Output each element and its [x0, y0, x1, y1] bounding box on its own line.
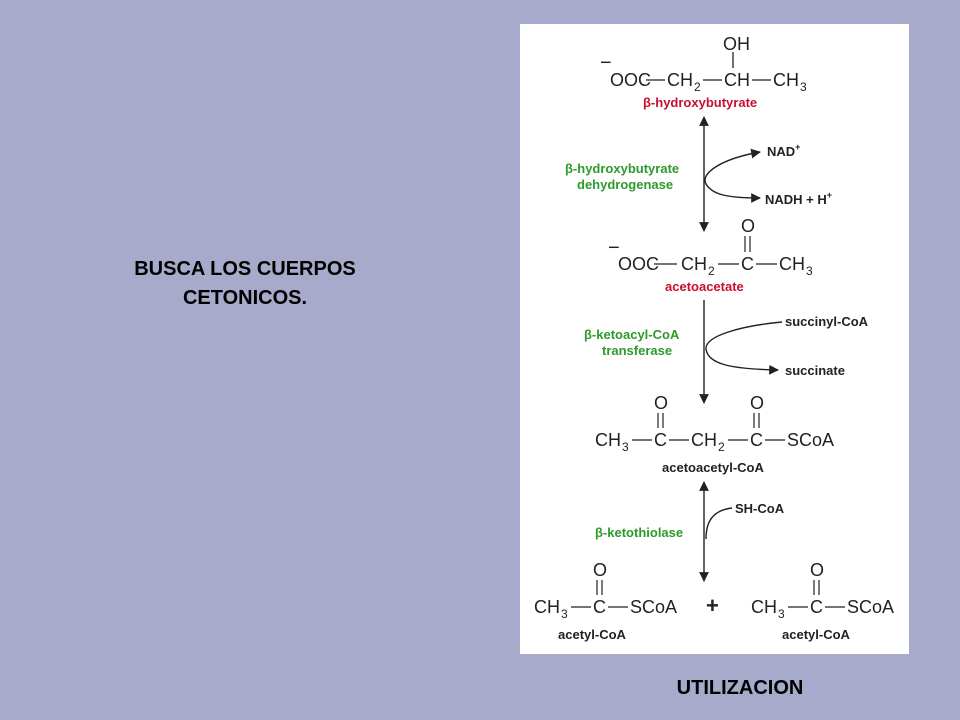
plus-sign: +	[706, 593, 719, 618]
compound-name-acetoacetyl-coa: acetoacetyl-CoA	[662, 460, 764, 475]
subscript-3: 3	[778, 607, 785, 621]
enzyme-label-line2: transferase	[602, 343, 672, 358]
carboxylate-group: OOC	[610, 70, 651, 90]
compound-acetoacetate: − OOC CH 2 C O CH 3	[608, 216, 813, 278]
charge-minus: −	[608, 237, 620, 259]
scoa-group: SCoA	[847, 597, 894, 617]
subscript-2: 2	[718, 440, 725, 454]
product-name-acetyl-coa-right: acetyl-CoA	[782, 627, 851, 642]
carboxylate-group: OOC	[618, 254, 659, 274]
compound-name-beta-hydroxybutyrate: β-hydroxybutyrate	[643, 95, 757, 110]
methine-group: CH	[724, 70, 750, 90]
enzyme-label-line1: β-hydroxybutyrate	[565, 161, 679, 176]
carbonyl-oxygen-1: O	[654, 393, 668, 413]
subscript-3: 3	[800, 80, 807, 94]
cofactor-nad: NAD+	[767, 142, 800, 159]
subscript-2: 2	[694, 80, 701, 94]
compound-beta-hydroxybutyrate: − OOC CH 2 CH OH CH 3	[600, 34, 807, 94]
cofactor-succinyl-coa: succinyl-CoA	[785, 314, 869, 329]
pathway-diagram: − OOC CH 2 CH OH CH 3 β-hydroxybutyrate …	[534, 34, 894, 642]
cofactor-sh-coa: SH-CoA	[735, 501, 785, 516]
carbonyl-carbon-2: C	[750, 430, 763, 450]
slide-title-line2: CETONICOS.	[182, 287, 308, 309]
enzyme-label-line2: dehydrogenase	[577, 177, 673, 192]
subscript-3: 3	[561, 607, 568, 621]
cofactor-curved-arrow	[705, 321, 783, 375]
methyl-group: CH	[534, 597, 560, 617]
product-acetyl-coa-right: CH 3 C O SCoA	[751, 560, 894, 621]
cofactor-succinate: succinate	[785, 363, 845, 378]
compound-name-acetoacetate: acetoacetate	[665, 279, 744, 294]
methyl-group: CH	[595, 430, 621, 450]
carbonyl-oxygen: O	[810, 560, 824, 580]
carbonyl-carbon-1: C	[654, 430, 667, 450]
methyl-group: CH	[779, 254, 805, 274]
cofactor-nadh: NADH + H+	[765, 190, 832, 207]
scoa-group: SCoA	[787, 430, 834, 450]
methyl-group: CH	[773, 70, 799, 90]
carbonyl-carbon: C	[593, 597, 606, 617]
ketone-body-pathway-panel: − OOC CH 2 CH OH CH 3 β-hydroxybutyrate …	[520, 24, 909, 654]
footer-label: UTILIZACION	[676, 677, 804, 699]
carbonyl-oxygen: O	[741, 216, 755, 236]
methylene-group: CH	[681, 254, 707, 274]
carbonyl-oxygen-2: O	[750, 393, 764, 413]
subscript-3: 3	[806, 264, 813, 278]
cofactor-curved-arrow	[705, 507, 733, 540]
product-acetyl-coa-left: CH 3 C O SCoA	[534, 560, 677, 621]
hydroxyl-group: OH	[723, 34, 750, 54]
methyl-group: CH	[751, 597, 777, 617]
enzyme-label-line1: β-ketoacyl-CoA	[584, 327, 680, 342]
methylene-group: CH	[691, 430, 717, 450]
carbonyl-carbon: C	[810, 597, 823, 617]
subscript-2: 2	[708, 264, 715, 278]
methylene-group: CH	[667, 70, 693, 90]
compound-acetoacetyl-coa: CH 3 C O CH 2 C O SCoA	[595, 393, 834, 454]
subscript-3: 3	[622, 440, 629, 454]
carbonyl-carbon: C	[741, 254, 754, 274]
cofactor-curved-arrow	[704, 148, 761, 203]
slide-title-line1: BUSCA LOS CUERPOS	[134, 258, 356, 280]
enzyme-label-ketothiolase: β-ketothiolase	[595, 525, 683, 540]
scoa-group: SCoA	[630, 597, 677, 617]
product-name-acetyl-coa-left: acetyl-CoA	[558, 627, 627, 642]
carbonyl-oxygen: O	[593, 560, 607, 580]
charge-minus: −	[600, 52, 612, 74]
slide-title: BUSCA LOS CUERPOS CETONICOS.	[60, 255, 430, 313]
